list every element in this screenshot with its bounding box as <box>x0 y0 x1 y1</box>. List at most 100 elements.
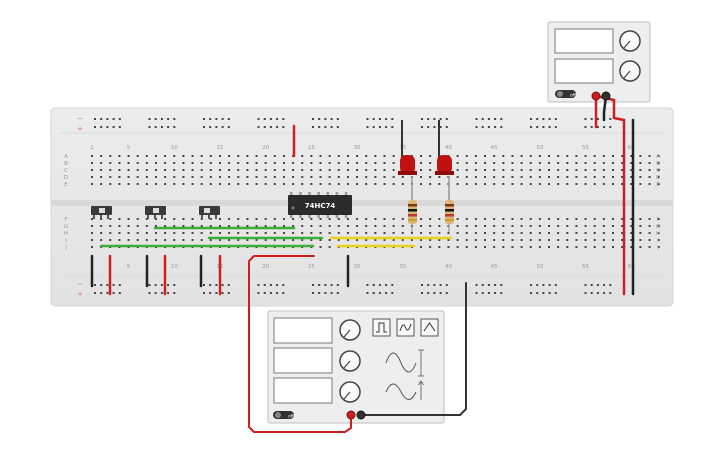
breadboard-hole[interactable] <box>438 232 441 234</box>
breadboard-hole[interactable] <box>474 218 477 220</box>
rail-hole[interactable] <box>372 126 375 128</box>
breadboard-hole[interactable] <box>474 169 477 171</box>
rail-hole[interactable] <box>167 126 170 128</box>
breadboard-hole[interactable] <box>538 183 541 185</box>
breadboard-hole[interactable] <box>593 225 596 227</box>
breadboard-hole[interactable] <box>154 162 157 164</box>
rail-hole[interactable] <box>554 284 557 286</box>
breadboard-hole[interactable] <box>566 155 569 157</box>
breadboard-hole[interactable] <box>91 218 93 220</box>
rail-hole[interactable] <box>330 126 333 128</box>
breadboard-hole[interactable] <box>621 225 624 227</box>
breadboard-hole[interactable] <box>100 225 103 227</box>
breadboard-hole[interactable] <box>538 239 541 241</box>
rail-hole[interactable] <box>112 284 115 286</box>
breadboard-hole[interactable] <box>420 232 423 234</box>
breadboard-hole[interactable] <box>474 183 477 185</box>
black-wire-supply-lead[interactable] <box>602 94 608 122</box>
rail-hole[interactable] <box>391 126 394 128</box>
breadboard-hole[interactable] <box>602 232 605 234</box>
breadboard-hole[interactable] <box>383 239 386 241</box>
breadboard-hole[interactable] <box>182 169 185 171</box>
breadboard-hole[interactable] <box>557 218 560 220</box>
rail-hole[interactable] <box>584 126 587 128</box>
breadboard-hole[interactable] <box>648 169 651 171</box>
breadboard-hole[interactable] <box>630 232 633 234</box>
breadboard-hole[interactable] <box>228 232 231 234</box>
breadboard-hole[interactable] <box>484 246 487 248</box>
rail-hole[interactable] <box>366 284 369 286</box>
breadboard-hole[interactable] <box>173 169 176 171</box>
breadboard-hole[interactable] <box>401 176 404 178</box>
breadboard-hole[interactable] <box>301 232 304 234</box>
breadboard-hole[interactable] <box>529 225 532 227</box>
breadboard-hole[interactable] <box>529 246 532 248</box>
breadboard-hole[interactable] <box>420 155 423 157</box>
rail-hole[interactable] <box>554 292 557 294</box>
breadboard-hole[interactable] <box>548 169 550 171</box>
breadboard-hole[interactable] <box>410 232 413 234</box>
breadboard-hole[interactable] <box>420 183 423 185</box>
breadboard-hole[interactable] <box>319 246 322 248</box>
breadboard-hole[interactable] <box>346 176 349 178</box>
breadboard-hole[interactable] <box>273 155 276 157</box>
breadboard-hole[interactable] <box>237 155 240 157</box>
breadboard-hole[interactable] <box>575 169 578 171</box>
rail-hole[interactable] <box>173 292 176 294</box>
breadboard-hole[interactable] <box>630 246 633 248</box>
breadboard-hole[interactable] <box>383 183 386 185</box>
breadboard-hole[interactable] <box>630 239 633 241</box>
rail-hole[interactable] <box>596 284 599 286</box>
rail-hole[interactable] <box>282 292 285 294</box>
breadboard-hole[interactable] <box>630 176 633 178</box>
breadboard-hole[interactable] <box>484 176 487 178</box>
breadboard-hole[interactable] <box>191 162 194 164</box>
breadboard-hole[interactable] <box>484 218 487 220</box>
power-supply[interactable]: off <box>547 21 651 103</box>
rail-hole[interactable] <box>542 284 545 286</box>
breadboard-hole[interactable] <box>429 183 432 185</box>
breadboard-hole[interactable] <box>611 225 614 227</box>
breadboard-hole[interactable] <box>639 246 642 248</box>
breadboard-hole[interactable] <box>502 183 505 185</box>
rail-hole[interactable] <box>530 284 532 286</box>
breadboard-hole[interactable] <box>365 232 368 234</box>
breadboard-hole[interactable] <box>328 162 331 164</box>
breadboard-hole[interactable] <box>493 155 496 157</box>
breadboard-hole[interactable] <box>484 239 487 241</box>
rail-hole[interactable] <box>445 126 448 128</box>
breadboard-hole[interactable] <box>557 176 560 178</box>
breadboard-hole[interactable] <box>246 232 249 234</box>
breadboard-hole[interactable] <box>191 169 194 171</box>
breadboard-hole[interactable] <box>136 232 139 234</box>
black-wire-generator-lead[interactable] <box>360 282 467 416</box>
breadboard-hole[interactable] <box>118 183 121 185</box>
breadboard-hole[interactable] <box>639 155 642 157</box>
triangle-wave-button[interactable] <box>396 318 415 337</box>
breadboard-hole[interactable] <box>602 169 605 171</box>
breadboard-hole[interactable] <box>383 225 386 227</box>
breadboard-hole[interactable] <box>438 246 441 248</box>
breadboard-hole[interactable] <box>127 176 130 178</box>
breadboard-hole[interactable] <box>118 232 121 234</box>
breadboard-hole[interactable] <box>337 225 340 227</box>
breadboard-hole[interactable] <box>310 176 313 178</box>
breadboard-hole[interactable] <box>456 176 459 178</box>
breadboard-hole[interactable] <box>538 176 541 178</box>
breadboard-hole[interactable] <box>611 183 614 185</box>
rail-hole[interactable] <box>336 292 339 294</box>
breadboard-hole[interactable] <box>136 169 139 171</box>
breadboard-hole[interactable] <box>127 155 130 157</box>
breadboard-hole[interactable] <box>401 183 404 185</box>
rail-hole[interactable] <box>366 292 369 294</box>
breadboard-hole[interactable] <box>639 218 642 220</box>
breadboard-hole[interactable] <box>648 232 651 234</box>
power-supply-negative-terminal[interactable] <box>601 91 611 101</box>
breadboard-hole[interactable] <box>200 239 203 241</box>
rail-hole[interactable] <box>487 126 490 128</box>
breadboard-hole[interactable] <box>282 162 285 164</box>
breadboard-hole[interactable] <box>502 155 505 157</box>
breadboard-hole[interactable] <box>456 183 459 185</box>
breadboard-hole[interactable] <box>118 162 121 164</box>
breadboard-hole[interactable] <box>401 218 404 220</box>
